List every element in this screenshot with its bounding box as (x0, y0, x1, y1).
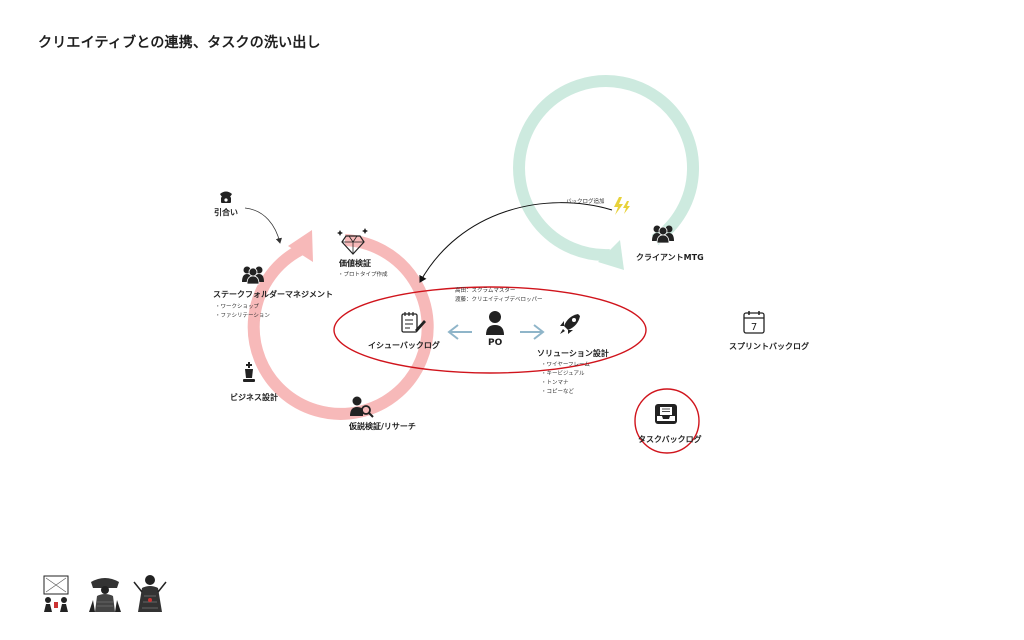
po-left-arrow (447, 324, 472, 340)
notepad-pen-icon (401, 312, 426, 333)
list-item: トンマナ (541, 379, 590, 388)
engraving-thumbnail-1 (38, 574, 74, 612)
solution-design-label: ソリューション設計 (537, 349, 609, 358)
business-design-label: ビジネス設計 (230, 393, 278, 402)
po-person-icon (486, 311, 504, 335)
hypothesis-research-label: 仮説検証/リサーチ (349, 422, 416, 431)
client-mtg-label: クライアントMTG (636, 253, 704, 262)
list-item: プロトタイプ作成 (338, 271, 388, 280)
client-group-icon (652, 225, 674, 244)
add-backlog-label: バックログ追加 (566, 199, 605, 205)
intro-label: 引合い (214, 208, 238, 217)
research-person-icon (350, 396, 374, 418)
value-verification-items: プロトタイプ作成 (338, 271, 388, 280)
team-roles: 高田：スクラムマスター 渡藤：クリエイティブデベロッパー (455, 287, 543, 305)
rocket-icon (560, 314, 580, 334)
list-item: キービジュアル (541, 370, 590, 379)
lightning-icon (614, 197, 630, 215)
solution-design-items: ワイヤーフレーム キービジュアル トンマナ コピーなど (541, 361, 590, 397)
role-item: 高田：スクラムマスター (455, 288, 516, 294)
stakeholder-management-label: ステークフォルダーマネジメント (213, 290, 333, 299)
list-item: ワークショップ (215, 303, 270, 312)
value-verification-label: 価値検証 (339, 259, 371, 268)
group-icon (242, 266, 264, 285)
diamond-icon (337, 228, 368, 255)
chess-king-icon (243, 362, 255, 382)
list-item: ワイヤーフレーム (541, 361, 590, 370)
issue-backlog-label: イシューバックログ (368, 341, 440, 350)
po-right-arrow (520, 324, 545, 340)
engraving-thumbnail-2 (89, 578, 121, 612)
page-title: クリエイティブとの連携、タスクの洗い出し (38, 35, 321, 51)
right-loop-arrowhead (598, 240, 624, 270)
inbox-tray-icon (655, 404, 677, 424)
backlog-add-arrow (419, 202, 613, 283)
list-item: コピーなど (541, 388, 590, 397)
po-label: PO (488, 338, 503, 348)
sprint-backlog-label: スプリントバックログ (729, 342, 809, 351)
right-loop (513, 75, 700, 270)
telephone-icon (220, 191, 232, 203)
calendar-day: 7 (751, 322, 757, 333)
task-backlog-highlight-circle (634, 388, 700, 454)
intro-arrow (244, 207, 283, 244)
stakeholder-items: ワークショップ ファシリテーション (215, 303, 270, 321)
list-item: ファシリテーション (215, 312, 270, 321)
calendar-icon: 7 (743, 311, 765, 334)
left-loop-arrowhead (288, 230, 313, 262)
center-highlight-ellipse (333, 286, 647, 374)
engraving-thumbnail-3 (133, 575, 167, 612)
role-item: 渡藤：クリエイティブデベロッパー (455, 297, 543, 303)
task-backlog-label: タスクバックログ (638, 435, 702, 444)
